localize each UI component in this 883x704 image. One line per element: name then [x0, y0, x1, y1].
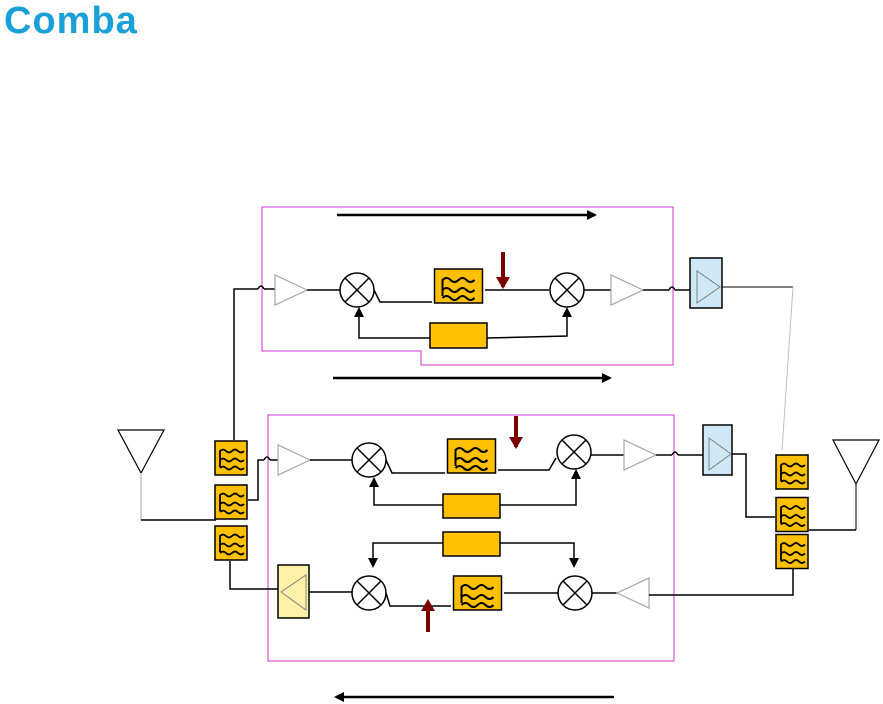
mixer-icon — [558, 576, 592, 610]
wire — [386, 593, 451, 606]
wire — [374, 290, 432, 302]
mixer-icon — [550, 273, 584, 307]
mixer-icon — [352, 443, 386, 477]
power-amplifier-icon — [703, 425, 732, 475]
lo-wire — [500, 471, 576, 505]
wire — [248, 460, 264, 500]
wire-crossover — [672, 452, 678, 455]
bandpass-filter-icon — [448, 439, 496, 473]
lo-wire — [374, 479, 443, 505]
wire — [732, 454, 775, 517]
wire — [230, 561, 278, 589]
amplifier-icon — [275, 275, 307, 305]
wire — [498, 458, 556, 470]
bandpass-filter-icon — [435, 269, 483, 303]
wire-crossover — [669, 287, 675, 290]
mixer-icon — [557, 435, 591, 469]
amplifier-icon — [278, 445, 310, 475]
lo-wire — [500, 543, 574, 566]
tuning-arrow-head — [509, 437, 523, 449]
lo-wire — [359, 309, 430, 338]
duplexer-right — [776, 455, 808, 569]
bandpass-filter-icon — [454, 576, 502, 610]
lo-wire — [373, 543, 443, 566]
duplexer-left — [215, 441, 247, 560]
wire-crossover — [258, 286, 264, 289]
wire — [649, 568, 793, 595]
low-noise-amplifier-icon — [278, 565, 309, 618]
local-oscillator-block — [430, 323, 487, 348]
rf-link — [782, 287, 793, 450]
amplifier-icon — [624, 440, 656, 470]
mixer-icon — [340, 273, 374, 307]
wire — [386, 460, 445, 473]
antenna-icon — [118, 430, 216, 520]
local-oscillator-block — [443, 494, 500, 518]
antenna-icon — [809, 440, 879, 530]
tuning-arrow-head — [421, 599, 435, 611]
amplifier-icon — [617, 578, 649, 608]
local-oscillator-block — [443, 532, 500, 556]
lo-wire — [487, 309, 567, 338]
wire-crossover — [264, 457, 270, 460]
wire — [234, 289, 258, 440]
power-amplifier-icon — [690, 258, 722, 308]
amplifier-icon — [611, 275, 643, 305]
tuning-arrow-head — [496, 277, 510, 289]
mixer-icon — [352, 576, 386, 610]
